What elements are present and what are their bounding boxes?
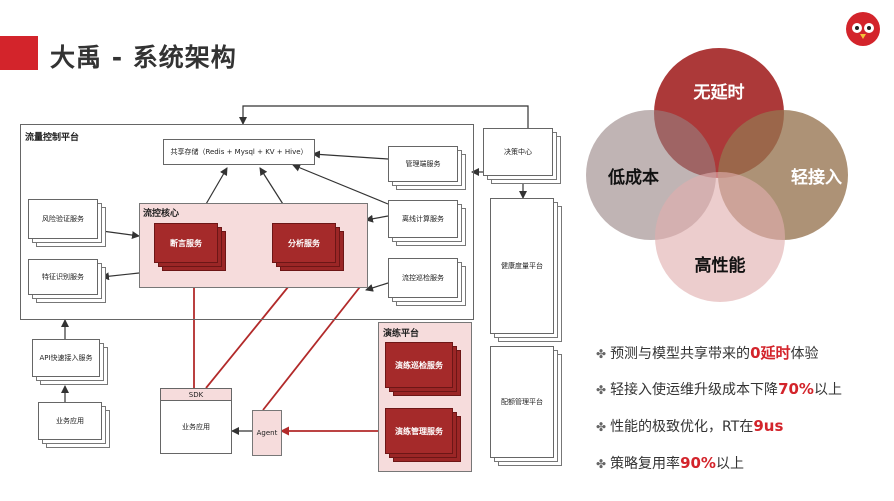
assert-service-label: 断言服务 xyxy=(154,223,218,263)
drill-platform-label: 演练平台 xyxy=(383,329,420,339)
venn-right-label: 轻接入 xyxy=(791,167,842,188)
api-access-label: API快速接入服务 xyxy=(32,339,100,377)
shared-storage-box: 共享存储（Redis + Mysql + KV + Hive） xyxy=(163,139,315,165)
risk-verify-label: 风险验证服务 xyxy=(28,199,98,239)
traffic-platform-frame xyxy=(20,124,474,320)
admin-service-label: 管理端服务 xyxy=(388,146,458,182)
agent-box: Agent xyxy=(252,410,282,456)
venn-top-label: 无延时 xyxy=(693,83,745,103)
title-accent-bar xyxy=(0,36,38,70)
offline-compute-label: 离线计算服务 xyxy=(388,200,458,238)
decision-center-label: 决策中心 xyxy=(483,128,553,176)
feature-identify-label: 特征识别服务 xyxy=(28,259,98,295)
traffic-platform-label: 流量控制平台 xyxy=(25,133,80,143)
flow-core-label: 流控核心 xyxy=(143,209,180,219)
drill-manage-label: 演练管理服务 xyxy=(385,408,453,454)
biz-app-mid-box: 业务应用 xyxy=(160,400,232,454)
biz-app-left-label: 业务应用 xyxy=(38,402,102,440)
bullet-item: ✤性能的极致优化，RT在9us xyxy=(596,417,784,435)
bullet-item: ✤策略复用率90%以上 xyxy=(596,454,744,472)
bullet-star-icon: ✤ xyxy=(596,383,607,397)
venn-circle-bottom: 高性能 xyxy=(655,172,785,302)
config-platform-label: 配额管理平台 xyxy=(490,346,554,458)
bullet-item: ✤预测与模型共享带来的0延时体验 xyxy=(596,344,819,362)
drill-inspect-label: 演练巡检服务 xyxy=(385,342,453,388)
health-platform-label: 健康度量平台 xyxy=(490,198,554,334)
venn-left-label: 低成本 xyxy=(608,167,659,188)
venn-bottom-label: 高性能 xyxy=(694,256,746,276)
analysis-service-label: 分析服务 xyxy=(272,223,336,263)
page-title: 大禹 - 系统架构 xyxy=(50,43,237,72)
bullet-star-icon: ✤ xyxy=(596,347,607,361)
bullet-item: ✤轻接入使运维升级成本下降70%以上 xyxy=(596,380,842,398)
bullet-star-icon: ✤ xyxy=(596,420,607,434)
flow-inspect-label: 流控巡检服务 xyxy=(388,258,458,298)
owl-logo-icon xyxy=(846,12,880,46)
bullet-star-icon: ✤ xyxy=(596,457,607,471)
